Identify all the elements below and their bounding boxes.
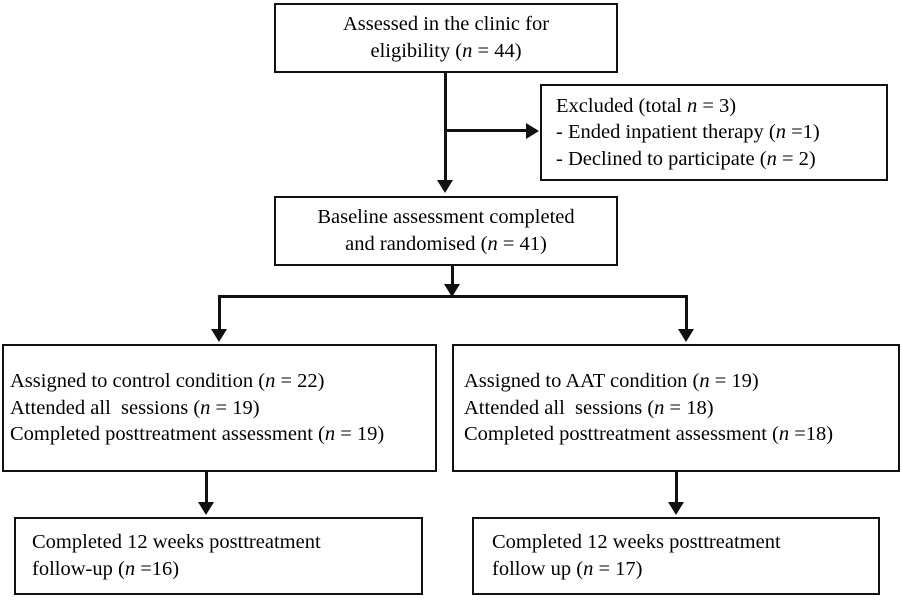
arrow-baseline-stem xyxy=(444,284,460,297)
connector-baseline-stem xyxy=(451,266,454,288)
arrow-to-excluded xyxy=(526,123,539,139)
connector-control-to-followup xyxy=(205,472,208,504)
connector-aat-to-followup xyxy=(675,472,678,504)
control-followup-box: Completed 12 weeks posttreatment follow-… xyxy=(14,517,423,595)
arrow-aat-to-followup xyxy=(668,502,684,515)
baseline-randomised-box: Baseline assessment completed and random… xyxy=(274,196,618,266)
control-followup-line-1: Completed 12 weeks posttreatment xyxy=(32,531,321,554)
aat-condition-box: Assigned to AAT condition (n = 19) Atten… xyxy=(452,344,900,472)
baseline-line-2: and randomised (n = 41) xyxy=(345,233,547,255)
arrow-control-to-followup xyxy=(198,502,214,515)
excluded-box: Excluded (total n = 3) - Ended inpatient… xyxy=(540,84,888,181)
baseline-line-1: Baseline assessment completed xyxy=(317,206,575,229)
arrow-assessed-to-baseline xyxy=(437,180,453,193)
arrow-split-right xyxy=(678,329,694,342)
arrow-split-left xyxy=(211,329,227,342)
aat-followup-line-2: follow up (n = 17) xyxy=(492,558,643,580)
excluded-line-2: - Ended inpatient therapy (n =1) xyxy=(556,121,820,144)
aat-followup-box: Completed 12 weeks posttreatment follow … xyxy=(472,517,880,595)
excluded-line-1: Excluded (total n = 3) xyxy=(556,94,737,117)
control-followup-line-2: follow-up (n =16) xyxy=(32,558,180,580)
assessed-for-eligibility-box: Assessed in the clinic for eligibility (… xyxy=(274,3,618,73)
aat-line-3: Completed posttreatment assessment (n =1… xyxy=(464,423,834,446)
connector-assessed-to-baseline xyxy=(444,73,447,183)
connector-split-bar xyxy=(218,295,688,298)
control-line-3: Completed posttreatment assessment (n = … xyxy=(10,423,385,446)
excluded-line-3: - Declined to participate (n = 2) xyxy=(556,147,816,170)
aat-line-1: Assigned to AAT condition (n = 19) xyxy=(464,370,759,393)
aat-followup-line-1: Completed 12 weeks posttreatment xyxy=(492,531,781,554)
connector-to-excluded xyxy=(444,129,528,132)
assessed-line-1: Assessed in the clinic for xyxy=(342,13,550,36)
control-line-2: Attended all sessions (n = 19) xyxy=(10,396,260,419)
connector-split-right xyxy=(685,295,688,331)
assessed-line-2: eligibility (n = 44) xyxy=(370,40,522,62)
control-condition-box: Assigned to control condition (n = 22) A… xyxy=(2,344,437,472)
aat-line-2: Attended all sessions (n = 18) xyxy=(464,396,714,419)
connector-split-left xyxy=(218,295,221,331)
control-line-1: Assigned to control condition (n = 22) xyxy=(10,370,325,393)
